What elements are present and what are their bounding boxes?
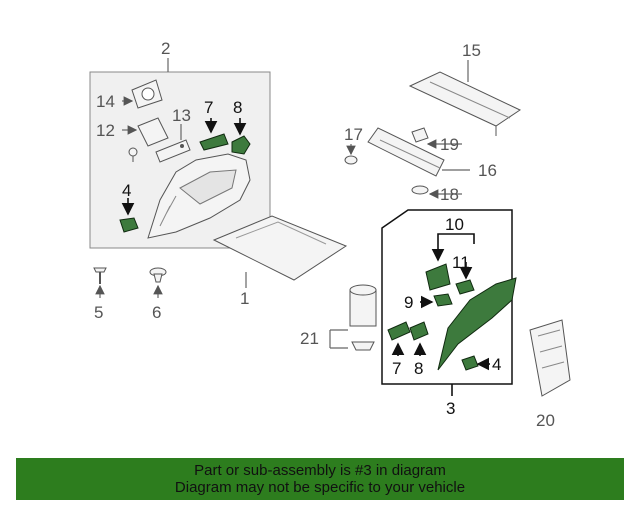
part-13[interactable]: [155, 139, 191, 163]
callout-1[interactable]: 1: [240, 289, 249, 308]
callout-16[interactable]: 16: [478, 161, 497, 180]
screw: [128, 147, 138, 162]
callout-5[interactable]: 5: [94, 303, 103, 322]
part-11[interactable]: [455, 279, 475, 295]
callout-10[interactable]: 10: [445, 215, 464, 234]
callout-19[interactable]: 19: [440, 135, 459, 154]
info-banner-line-2: Diagram may not be specific to your vehi…: [174, 479, 466, 496]
part-12[interactable]: [137, 117, 169, 147]
callout-6[interactable]: 6: [152, 303, 161, 322]
part-1-floor-mat[interactable]: [212, 215, 348, 281]
callout-17[interactable]: 17: [344, 125, 363, 144]
part-18[interactable]: [411, 185, 429, 195]
part-7-lower[interactable]: [387, 321, 411, 341]
callout-18[interactable]: 18: [440, 185, 459, 204]
part-17[interactable]: [344, 155, 358, 165]
part-15-cargo-cover[interactable]: [408, 71, 522, 136]
callout-9[interactable]: 9: [404, 293, 413, 312]
part-20-side-panel[interactable]: [529, 319, 571, 397]
callout-14[interactable]: 14: [96, 92, 115, 111]
callout-11[interactable]: 11: [452, 253, 470, 272]
callout-12[interactable]: 12: [96, 121, 115, 140]
callout-3[interactable]: 3: [446, 399, 455, 418]
part-16-rail[interactable]: [367, 127, 445, 177]
part-21-canister[interactable]: [349, 284, 377, 351]
callout-13[interactable]: 13: [172, 106, 191, 125]
callout-20[interactable]: 20: [536, 411, 555, 430]
part-7-upper[interactable]: [199, 133, 229, 151]
part-14[interactable]: [131, 79, 163, 109]
callout-4-left[interactable]: 4: [122, 181, 131, 200]
callout-8-lower[interactable]: 8: [414, 359, 423, 378]
part-8-upper[interactable]: [231, 135, 251, 155]
info-banner-line-1: Part or sub-assembly is #3 in diagram: [194, 462, 446, 479]
callout-7-upper[interactable]: 7: [204, 98, 213, 117]
part-3-panel[interactable]: [437, 277, 517, 371]
info-banner: Part or sub-assembly is #3 in diagram Di…: [16, 458, 624, 500]
trim-panel[interactable]: [147, 153, 251, 239]
part-10[interactable]: [425, 263, 451, 291]
callout-7-lower[interactable]: 7: [392, 359, 401, 378]
callout-21[interactable]: 21: [300, 329, 319, 348]
callout-2[interactable]: 2: [161, 39, 170, 58]
part-5[interactable]: [93, 267, 107, 284]
callout-8-upper[interactable]: 8: [233, 98, 242, 117]
part-8-lower[interactable]: [409, 321, 429, 341]
callout-15[interactable]: 15: [462, 41, 481, 60]
part-19[interactable]: [411, 127, 429, 143]
part-4-left[interactable]: [119, 217, 139, 233]
callout-4-right[interactable]: 4: [492, 355, 501, 374]
part-6[interactable]: [149, 267, 167, 283]
part-9[interactable]: [433, 293, 453, 307]
